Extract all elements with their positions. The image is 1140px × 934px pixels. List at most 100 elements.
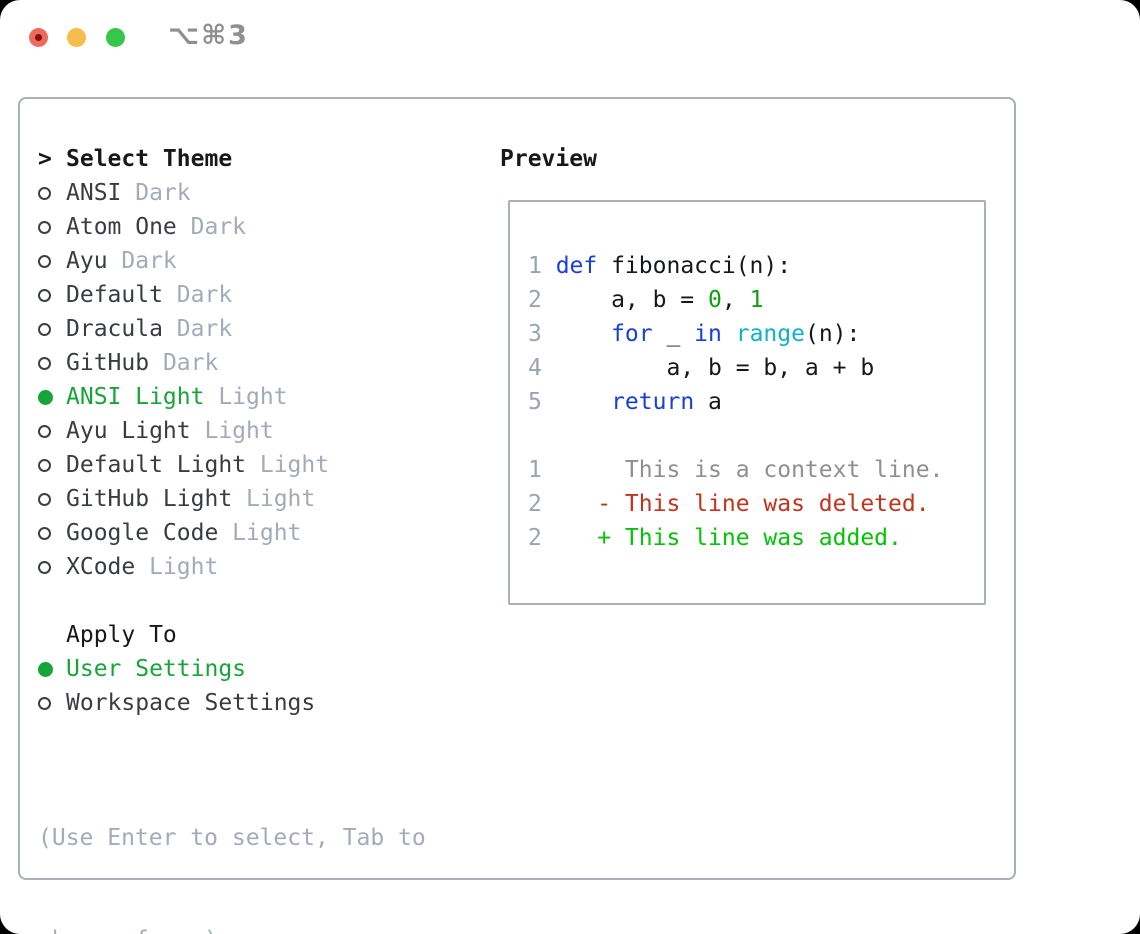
apply-option-label: Workspace Settings [66, 690, 316, 716]
theme-variant-badge: Dark [176, 316, 233, 342]
apply-option-workspace-settings[interactable]: Workspace Settings [38, 686, 329, 720]
code-segment: a, b = b, a + b [555, 355, 875, 381]
radio-selected-icon [38, 389, 53, 405]
zoom-button[interactable] [106, 28, 125, 47]
radio-icon [38, 356, 51, 370]
radio-icon [38, 526, 51, 540]
theme-option-ayu[interactable]: Ayu Dark [38, 244, 329, 278]
theme-variant-badge: Dark [190, 214, 247, 240]
code-segment: a [694, 389, 722, 415]
code-line: 4 a, b = b, a + b [528, 351, 984, 385]
help-line-1: (Use Enter to select, Tab to [38, 825, 426, 851]
theme-option-google-code[interactable]: Google Code Light [38, 516, 329, 550]
code-segment: fibonacci(n): [597, 253, 792, 279]
theme-variant-badge: Dark [176, 282, 233, 308]
theme-name: Default Light [66, 452, 247, 478]
code-segment [556, 317, 611, 351]
theme-name: ANSI [66, 180, 122, 206]
line-number: 2 [528, 525, 542, 551]
radio-icon [38, 458, 51, 472]
select-theme-title: Select Theme [66, 146, 233, 172]
theme-name: GitHub Light [66, 486, 233, 512]
theme-name: GitHub [66, 350, 150, 376]
theme-variant-badge: Light [204, 418, 274, 444]
theme-name: XCode [66, 554, 136, 580]
radio-icon [38, 492, 51, 506]
code-segment: This is a context line. [555, 457, 944, 483]
code-line: 2 a, b = 0, 1 [528, 283, 984, 317]
radio-icon [38, 186, 51, 200]
line-number: 1 [528, 253, 542, 279]
minimize-button[interactable] [67, 28, 86, 47]
theme-name: ANSI Light [66, 384, 205, 410]
code-segment: 1 [749, 287, 764, 313]
line-number: 2 [528, 287, 542, 313]
code-segment: return [611, 389, 695, 415]
radio-icon [38, 288, 51, 302]
select-theme-header: > Select Theme [38, 142, 329, 176]
preview-title: Preview [500, 146, 597, 172]
theme-option-xcode[interactable]: XCode Light [38, 550, 329, 584]
code-segment [556, 385, 611, 419]
code-segment: 0 [708, 287, 722, 313]
theme-variant-badge: Dark [121, 248, 177, 274]
diff-line: 2 + This line was added. [528, 521, 984, 555]
line-number: 2 [528, 491, 542, 517]
theme-option-default[interactable]: Default Dark [38, 278, 329, 312]
code-line: 5 return a [528, 385, 984, 419]
code-segment: - This line was deleted. [555, 491, 930, 517]
code-segment: + This line was added. [555, 525, 902, 551]
titlebar: ⌥⌘3 [0, 0, 1140, 70]
radio-icon [38, 424, 51, 438]
code-segment [722, 317, 736, 351]
theme-option-ansi-light[interactable]: ANSI Light Light [38, 380, 329, 414]
theme-option-atom-one[interactable]: Atom One Dark [38, 210, 329, 244]
code-segment: range [735, 321, 805, 347]
code-line: 3 for _ in range(n): [528, 317, 984, 351]
apply-option-label: User Settings [66, 656, 247, 682]
radio-icon [38, 560, 51, 574]
theme-variant-badge: Light [149, 554, 219, 580]
line-number: 1 [528, 457, 542, 483]
theme-variant-badge: Light [232, 520, 302, 546]
theme-name: Default [66, 282, 163, 308]
theme-name: Ayu [66, 248, 108, 274]
theme-name: Atom One [66, 214, 177, 240]
theme-option-ansi[interactable]: ANSI Dark [38, 176, 329, 210]
code-segment: for [611, 321, 653, 347]
help-text: (Use Enter to select, Tab to change focu… [38, 753, 426, 934]
theme-name: Google Code [66, 520, 219, 546]
apply-option-user-settings[interactable]: User Settings [38, 652, 329, 686]
theme-variant-badge: Dark [162, 350, 219, 376]
radio-icon [38, 220, 51, 234]
diff-line: 1 This is a context line. [528, 453, 984, 487]
close-button[interactable] [29, 28, 48, 47]
code-segment: _ [652, 321, 695, 347]
help-line-2: change focus) [38, 923, 426, 934]
radio-selected-icon [38, 661, 53, 677]
radio-icon [38, 254, 51, 268]
radio-icon [38, 322, 51, 336]
theme-variant-badge: Light [218, 384, 288, 410]
window-title-shortcut: ⌥⌘3 [168, 20, 249, 51]
code-segment: in [694, 321, 722, 347]
radio-icon [38, 696, 51, 710]
line-number: 4 [528, 355, 542, 381]
theme-option-github[interactable]: GitHub Dark [38, 346, 329, 380]
diff-line: 2 - This line was deleted. [528, 487, 984, 521]
apply-to-header: Apply To [38, 618, 329, 652]
code-segment: (n): [804, 321, 861, 347]
theme-variant-badge: Dark [135, 180, 191, 206]
